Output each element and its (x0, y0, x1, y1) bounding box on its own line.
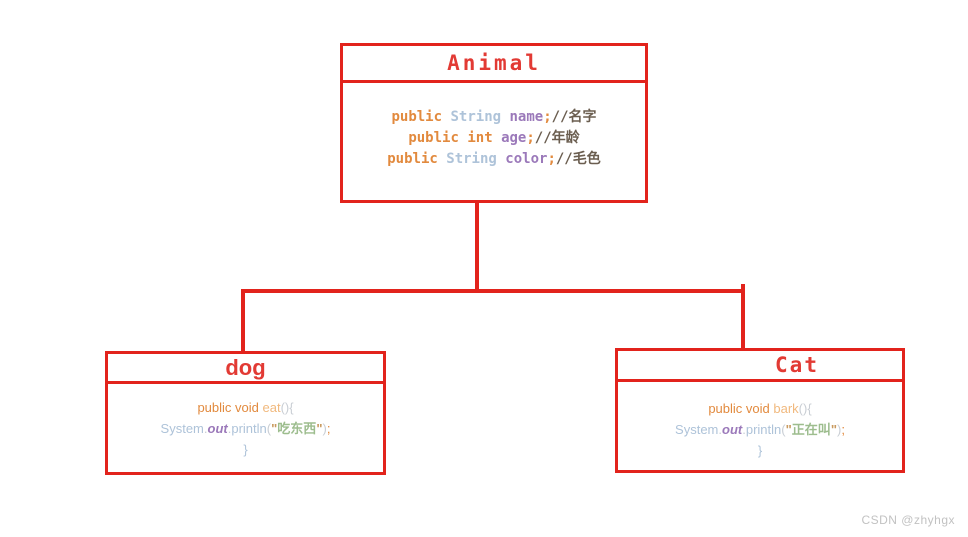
class-header-animal: Animal (343, 46, 645, 83)
code-line-dog-3: } (243, 442, 248, 457)
code-line-animal-3: public String color;//毛色 (387, 151, 601, 167)
code-line-animal-2: public int age;//年龄 (408, 130, 580, 146)
class-title-cat: Cat (775, 352, 819, 377)
connector-vertical-cat (741, 284, 745, 349)
class-box-dog: dog public void eat(){ System.out.printl… (105, 351, 386, 475)
class-header-dog: dog (108, 354, 383, 384)
connector-vertical-animal (475, 201, 479, 291)
code-line-cat-3: } (757, 443, 763, 458)
class-box-cat: Cat public void bark(){ System.out.print… (615, 348, 905, 473)
code-line-cat-1: public void bark(){ (708, 401, 812, 416)
code-line-cat-2: System.out.println("正在叫"); (675, 422, 845, 437)
class-body-cat: public void bark(){ System.out.println("… (618, 382, 902, 461)
connector-horizontal (241, 289, 745, 293)
watermark: CSDN @zhyhgx (861, 513, 955, 527)
class-box-animal: Animal public String name;//名字 public in… (340, 43, 648, 203)
class-body-dog: public void eat(){ System.out.println("吃… (108, 384, 383, 460)
code-line-dog-2: System.out.println("吃东西"); (160, 421, 331, 436)
class-title-dog: dog (225, 354, 266, 380)
class-body-animal: public String name;//名字 public int age;/… (343, 83, 645, 170)
code-line-animal-1: public String name;//名字 (391, 109, 597, 125)
class-header-cat: Cat (618, 351, 902, 382)
connector-vertical-dog (241, 289, 245, 351)
class-title-animal: Animal (447, 50, 541, 75)
code-line-dog-1: public void eat(){ (197, 400, 294, 415)
